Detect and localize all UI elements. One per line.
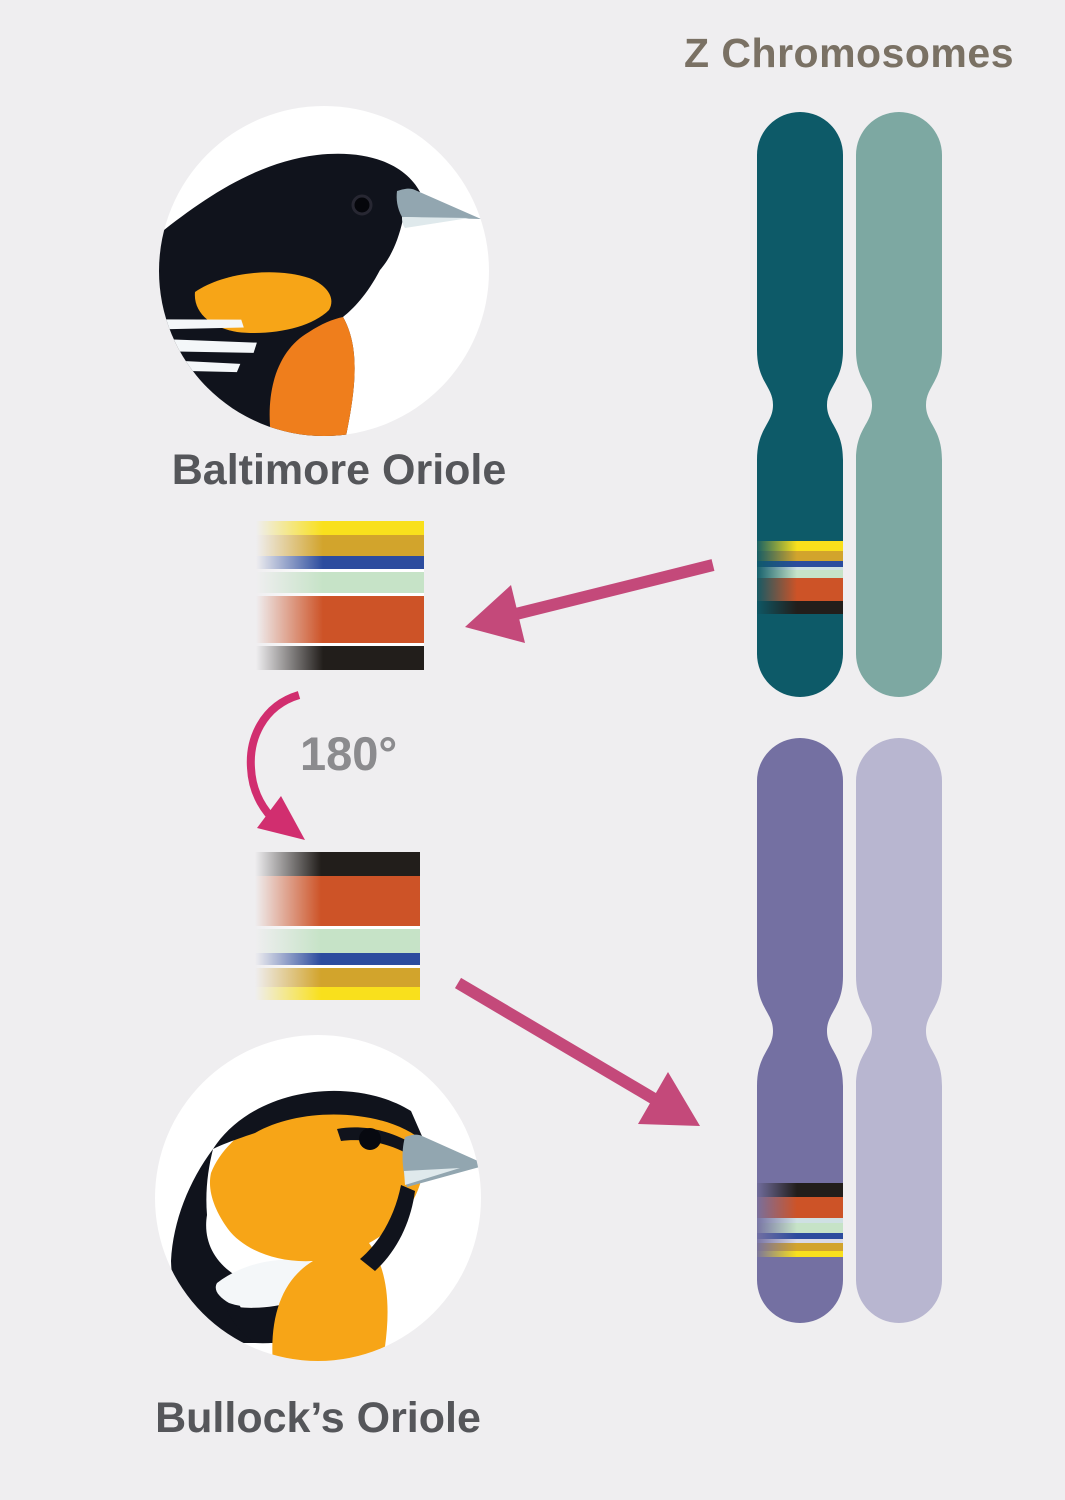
rotation-curved-arrow-icon bbox=[246, 691, 301, 821]
baltimore-oriole-image bbox=[159, 106, 489, 436]
arrow-to-bullocks-chromosome-icon bbox=[454, 977, 660, 1106]
bird-lower-mandible bbox=[404, 1168, 460, 1185]
chromosome-band-blue bbox=[757, 1233, 843, 1239]
bird-eye bbox=[351, 194, 373, 216]
bullocks-z-chromosome-banded bbox=[757, 738, 843, 1323]
band-fade-overlay bbox=[757, 1178, 797, 1262]
baltimore-oriole-illustration bbox=[159, 153, 481, 436]
segment-band-gap bbox=[255, 926, 420, 929]
arrow-to-bullocks-chromosome-head-icon bbox=[638, 1072, 700, 1126]
chromosome-band-yellow bbox=[757, 1251, 843, 1257]
bird-chin-stripe bbox=[360, 1185, 415, 1271]
chromosome-band-gold bbox=[757, 1243, 843, 1251]
bird-eye-line bbox=[337, 1127, 413, 1157]
bullocks-oriole-label: Bullock’s Oriole bbox=[155, 1394, 481, 1442]
wing-streak bbox=[163, 339, 257, 353]
bird-eye bbox=[359, 1128, 381, 1150]
chromosome-band-yellow bbox=[757, 541, 843, 551]
chromosome-band-mint bbox=[757, 570, 843, 578]
chromosome-band-pale bbox=[757, 567, 843, 570]
diagram-title: Z Chromosomes bbox=[684, 30, 1014, 76]
arrow-from-baltimore-chromosome-icon bbox=[514, 559, 715, 620]
bird-face-breast-shape bbox=[210, 1103, 425, 1361]
chromosome-band-gold bbox=[757, 551, 843, 561]
chromosome-band-blue bbox=[757, 561, 843, 567]
baltimore-inversion-segment bbox=[256, 521, 424, 670]
bird-shoulder-patch bbox=[194, 272, 332, 334]
rotation-angle-label: 180° bbox=[300, 727, 398, 780]
segment-band-gap bbox=[256, 643, 424, 646]
baltimore-oriole-label: Baltimore Oriole bbox=[171, 446, 507, 494]
bullocks-oriole-illustration bbox=[171, 1090, 481, 1361]
bird-lower-mandible bbox=[402, 217, 469, 228]
bullocks-inversion-segment bbox=[255, 852, 420, 1000]
arrow-from-baltimore-chromosome-head-icon bbox=[465, 585, 525, 643]
band-fade-overlay bbox=[757, 536, 797, 619]
segment-band-gap bbox=[256, 569, 424, 572]
chromosome-band-pale bbox=[757, 1218, 843, 1223]
wing-streak bbox=[159, 319, 244, 330]
bird-back-shape bbox=[171, 1149, 273, 1343]
chromosome-body bbox=[757, 738, 843, 1323]
segment-band-gap bbox=[255, 965, 420, 968]
baltimore-z-chromosome-plain bbox=[856, 112, 942, 697]
segment-band-gap bbox=[256, 593, 424, 596]
bullocks-z-chromosome-plain bbox=[856, 738, 942, 1323]
bullocks-oriole-image bbox=[155, 1035, 481, 1361]
chromosome-band-mint bbox=[757, 1223, 843, 1233]
chromosome-band-pale2 bbox=[757, 1239, 843, 1243]
bird-beak bbox=[396, 188, 481, 219]
bird-breast-shape bbox=[269, 317, 355, 436]
baltimore-z-chromosome-banded bbox=[757, 112, 843, 697]
rotation-curved-arrow-head-icon bbox=[257, 796, 305, 840]
bird-crown-shape bbox=[213, 1090, 425, 1149]
chromosome-body bbox=[856, 112, 942, 697]
chromosome-body bbox=[856, 738, 942, 1323]
